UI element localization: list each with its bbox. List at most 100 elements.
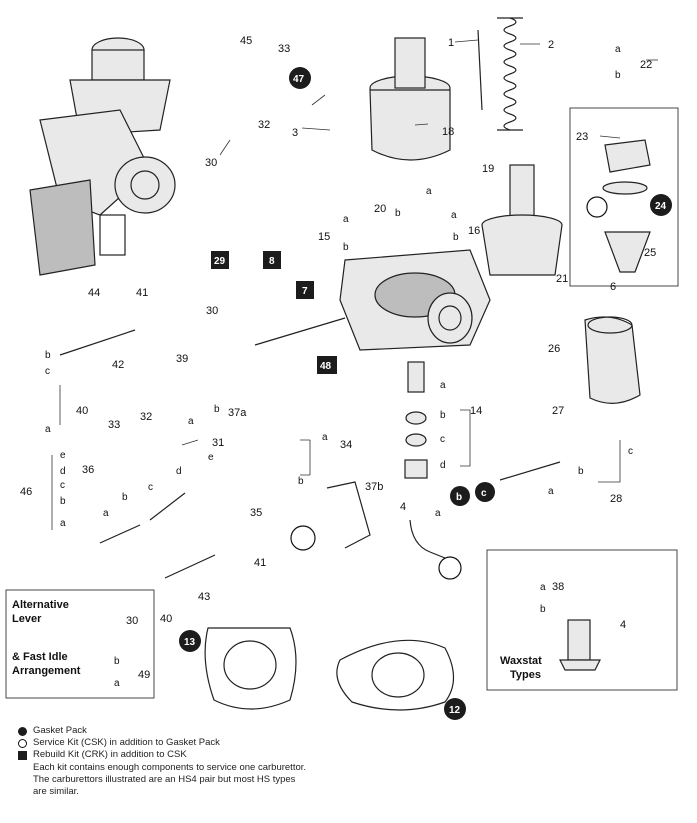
- callout-32b: 32: [140, 411, 152, 423]
- fast-idle-spindle: [164, 554, 216, 579]
- carburettor-body: [339, 249, 491, 351]
- svg-text:b: b: [578, 466, 584, 477]
- legend-service-kit-text: Service Kit (CSK) in addition to Gasket …: [33, 737, 220, 748]
- callout-37b: 37b: [365, 481, 383, 493]
- gasket-pack-badges: 47 24 13 12 b c: [179, 67, 672, 720]
- svg-text:b: b: [343, 242, 349, 253]
- svg-text:a: a: [188, 416, 194, 427]
- callout-2: 2: [548, 39, 554, 51]
- callout-3: 3: [292, 127, 298, 139]
- jet-screw: [99, 524, 141, 544]
- callout-43: 43: [198, 591, 210, 603]
- callout-19: 19: [482, 163, 494, 175]
- callout-45: 45: [240, 35, 252, 47]
- svg-text:b: b: [60, 496, 66, 507]
- svg-text:b: b: [395, 208, 401, 219]
- svg-text:a: a: [615, 44, 621, 55]
- callout-14: 14: [470, 405, 482, 417]
- float-chamber: [584, 316, 641, 404]
- badge-12: 12: [449, 705, 461, 716]
- spring: [497, 17, 523, 131]
- svg-text:b: b: [453, 232, 459, 243]
- badge-24: 24: [655, 201, 667, 212]
- svg-text:c: c: [45, 366, 50, 377]
- open-circle-icon: [18, 738, 27, 748]
- svg-text:c: c: [440, 434, 445, 445]
- badge-8: 8: [269, 256, 275, 267]
- legend-note-2: The carburettors illustrated are an HS4 …: [33, 774, 296, 785]
- callout-31: 31: [212, 437, 224, 449]
- svg-text:b: b: [615, 70, 621, 81]
- callout-20: 20: [374, 203, 386, 215]
- badge-b: b: [456, 492, 462, 503]
- legend-rebuild-kit-text: Rebuild Kit (CRK) in addition to CSK: [33, 749, 187, 760]
- callout-38: 38: [552, 581, 564, 593]
- svg-text:c: c: [60, 480, 65, 491]
- service-kit-badges: [290, 196, 608, 580]
- callout-4a: 4: [400, 501, 406, 513]
- rebuild-kit-badges: 29 8 7 48: [211, 251, 337, 374]
- svg-text:b: b: [440, 410, 446, 421]
- badge-47: 47: [293, 74, 305, 85]
- jet-tube: [409, 519, 451, 561]
- gasket-13: [204, 627, 297, 710]
- choke-cable-link: [326, 481, 371, 549]
- badge-29: 29: [214, 256, 226, 267]
- throttle-spindle-2: [254, 317, 346, 346]
- waxstat-inset-box: [486, 549, 678, 691]
- legend-service-kit: Service Kit (CSK) in addition to Gasket …: [18, 737, 358, 749]
- svg-text:c: c: [628, 446, 633, 457]
- callout-15: 15: [318, 231, 330, 243]
- badge-7: 7: [302, 286, 308, 297]
- callout-35: 35: [250, 507, 262, 519]
- svg-text:c: c: [148, 482, 153, 493]
- dark-square-icon: [18, 750, 27, 760]
- throttle-spindle: [59, 329, 136, 356]
- callout-16: 16: [468, 225, 480, 237]
- waxstat-line1: Waxstat: [500, 655, 542, 667]
- legend-rebuild-kit: Rebuild Kit (CRK) in addition to CSK: [18, 749, 358, 761]
- callout-41b: 41: [254, 557, 266, 569]
- svg-text:b: b: [122, 492, 128, 503]
- legend-gasket-pack: Gasket Pack: [18, 725, 358, 737]
- svg-text:b: b: [45, 350, 51, 361]
- callout-33a: 33: [278, 43, 290, 55]
- svg-text:e: e: [208, 452, 214, 463]
- callout-30a: 30: [205, 157, 217, 169]
- callout-34: 34: [340, 439, 352, 451]
- pivot-bolt: [499, 461, 561, 481]
- jet-assembly: [404, 361, 428, 479]
- callout-30c: 30: [126, 615, 138, 627]
- leader-lines: [51, 39, 658, 530]
- alt-lever-line1: Alternative: [12, 599, 69, 611]
- callout-37a: 37a: [228, 407, 247, 419]
- svg-text:a: a: [548, 486, 554, 497]
- callout-40b: 40: [160, 613, 172, 625]
- legend-gasket-pack-text: Gasket Pack: [33, 725, 87, 736]
- float-lid-inset-box: [569, 107, 679, 287]
- svg-text:a: a: [322, 432, 328, 443]
- callout-25: 25: [644, 247, 656, 259]
- legend: Gasket Pack Service Kit (CSK) in additio…: [18, 725, 358, 798]
- svg-text:a: a: [343, 214, 349, 225]
- callout-21: 21: [556, 273, 568, 285]
- callout-33b: 33: [108, 419, 120, 431]
- svg-text:a: a: [60, 518, 66, 529]
- callout-36: 36: [82, 464, 94, 476]
- svg-text:d: d: [176, 466, 182, 477]
- callout-27: 27: [552, 405, 564, 417]
- piston: [481, 164, 563, 276]
- alt-lever-line3: & Fast Idle: [12, 651, 68, 663]
- svg-text:a: a: [540, 582, 546, 593]
- svg-text:b: b: [540, 604, 546, 615]
- svg-text:a: a: [103, 508, 109, 519]
- callout-30b: 30: [206, 305, 218, 317]
- badge-13: 13: [184, 637, 196, 648]
- alt-lever-line2: Lever: [12, 613, 42, 625]
- callout-41a: 41: [136, 287, 148, 299]
- callout-42: 42: [112, 359, 124, 371]
- legend-note-3: are similar.: [33, 786, 79, 797]
- callout-46: 46: [20, 486, 32, 498]
- svg-text:a: a: [114, 678, 120, 689]
